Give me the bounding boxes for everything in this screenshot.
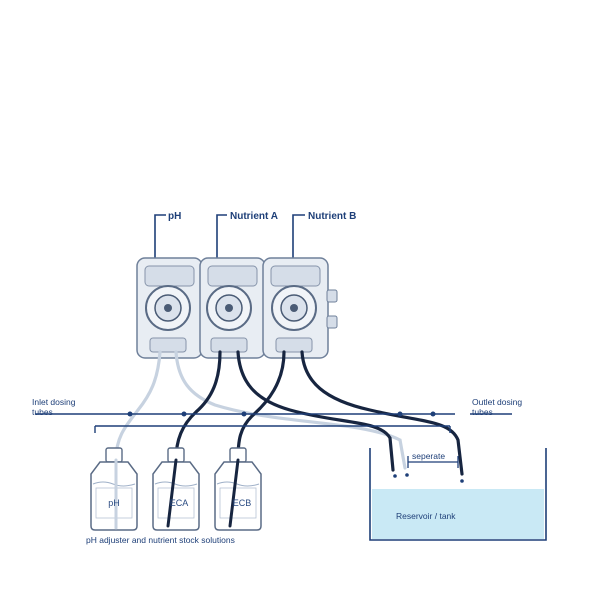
pump-assembly bbox=[136, 257, 338, 359]
rail-clips bbox=[127, 411, 436, 417]
bottle-ecb bbox=[214, 447, 262, 531]
pump-label-nutrient-a: Nutrient A bbox=[230, 211, 278, 222]
outlet-label-line1: Outlet dosing bbox=[472, 397, 522, 407]
pump-side-connectors bbox=[326, 289, 338, 329]
caption: pH adjuster and nutrient stock solutions bbox=[86, 535, 235, 545]
inlet-label-line2: tubes bbox=[32, 407, 53, 417]
bottle-eca bbox=[152, 447, 200, 531]
reservoir-label: Reservoir / tank bbox=[396, 511, 456, 521]
separate-marker bbox=[407, 456, 459, 468]
reservoir-tank bbox=[369, 448, 547, 541]
nutrient-tubes-dark bbox=[174, 350, 464, 476]
bottle-label-ecb: ECB bbox=[233, 498, 252, 508]
pump-nutrient-a bbox=[199, 257, 266, 359]
bottle-label-ph: pH bbox=[108, 498, 120, 508]
pump-label-nutrient-b: Nutrient B bbox=[308, 211, 356, 222]
pump-nutrient-b bbox=[262, 257, 329, 359]
pump-label-ph: pH bbox=[168, 211, 181, 222]
bottles bbox=[90, 447, 262, 531]
drip-drops bbox=[393, 473, 464, 483]
bottle-ph bbox=[90, 447, 138, 531]
tube-ends-in-bottles bbox=[114, 458, 240, 530]
pump-ph bbox=[136, 257, 203, 359]
separate-label: seperate bbox=[412, 451, 445, 461]
bottle-label-eca: ECA bbox=[170, 498, 189, 508]
outlet-label-line2: tubes bbox=[472, 407, 493, 417]
inlet-label-line1: Inlet dosing bbox=[32, 397, 76, 407]
